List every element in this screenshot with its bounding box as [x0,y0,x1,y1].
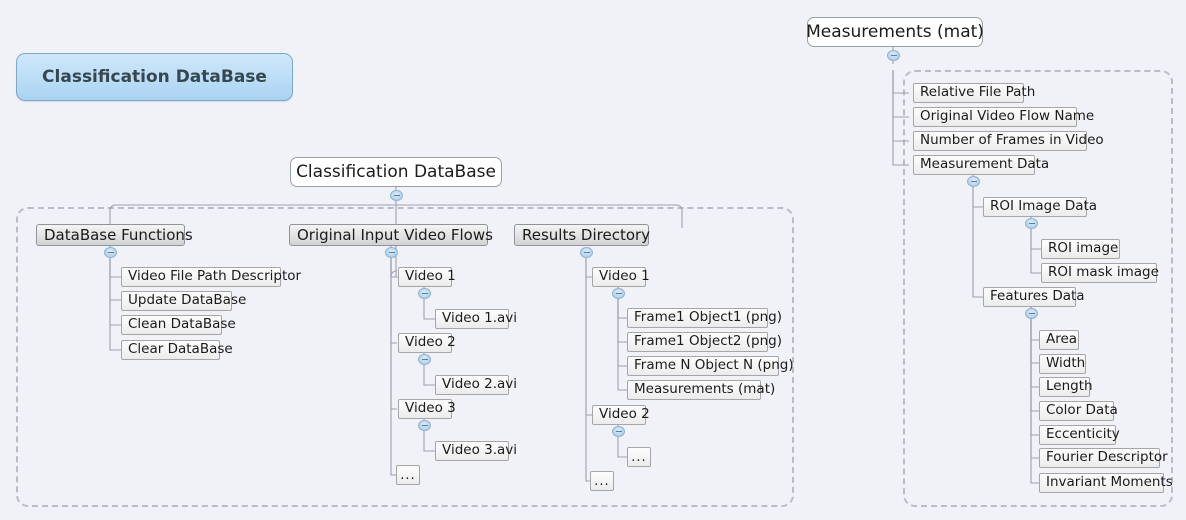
minus-icon [1028,223,1035,224]
toggle-video-1-input[interactable] [418,288,431,299]
toggle-database-functions[interactable] [104,247,117,258]
node-measurement-data[interactable]: Measurement Data [913,155,1049,175]
node-feature-width[interactable]: Width [1039,354,1086,374]
toggle-video-1-results[interactable] [612,288,625,299]
minus-icon [421,293,428,294]
minus-icon [615,293,622,294]
node-features-data[interactable]: Features Data [983,287,1085,307]
minus-icon [615,431,622,432]
minus-icon [393,195,400,196]
node-measurements-mat-results[interactable]: Measurements (mat) [627,380,775,400]
toggle-measurements-mat-root[interactable] [887,50,900,61]
minus-icon [107,252,114,253]
toggle-video-2-results[interactable] [612,426,625,437]
node-frame1-object1-png[interactable]: Frame1 Object1 (png) [627,308,782,328]
node-frame-n-object-n-png[interactable]: Frame N Object N (png) [627,356,794,376]
toggle-video-3-input[interactable] [418,420,431,431]
node-video-1-input[interactable]: Video 1 [398,267,456,287]
node-original-video-flow-name[interactable]: Original Video Flow Name [913,107,1094,127]
node-video-1-results[interactable]: Video 1 [592,267,650,287]
toggle-features-data[interactable] [1025,308,1038,319]
minus-icon [890,55,897,56]
toggle-results-directory[interactable] [580,247,593,258]
node-video-3-avi[interactable]: Video 3.avi [435,441,517,461]
node-clear-database[interactable]: Clear DataBase [121,340,233,360]
node-feature-area[interactable]: Area [1039,330,1079,350]
node-classification-database-root[interactable]: Classification DataBase [290,157,502,187]
node-video-2-input[interactable]: Video 2 [398,333,456,353]
node-video-3-input[interactable]: Video 3 [398,399,456,419]
node-clean-database[interactable]: Clean DataBase [121,315,236,335]
node-roi-image[interactable]: ROI image [1041,239,1120,259]
minus-icon [970,181,977,182]
minus-icon [421,425,428,426]
node-video-more-input[interactable]: ... [396,465,420,485]
node-original-input-video-flows[interactable]: Original Input Video Flows [289,224,493,246]
node-frame1-object2-png[interactable]: Frame1 Object2 (png) [627,332,782,352]
node-feature-eccenticity[interactable]: Eccenticity [1039,425,1120,445]
node-results-directory[interactable]: Results Directory [514,224,650,246]
toggle-measurement-data[interactable] [967,176,980,187]
minus-icon [421,359,428,360]
node-number-of-frames-in-video[interactable]: Number of Frames in Video [913,131,1104,151]
title-banner[interactable]: Classification DataBase [16,53,293,101]
node-feature-invariant-moments[interactable]: Invariant Moments [1039,473,1173,493]
node-video-file-path-descriptor[interactable]: Video File Path Descriptor [121,267,301,287]
node-video-results-more[interactable]: ... [590,471,614,491]
node-measurements-mat-root[interactable]: Measurements (mat) [806,17,984,47]
node-relative-file-path[interactable]: Relative File Path [913,83,1035,103]
node-database-functions[interactable]: DataBase Functions [36,224,193,246]
node-feature-color-data[interactable]: Color Data [1039,401,1118,421]
toggle-original-input-video-flows[interactable] [385,247,398,258]
toggle-roi-image-data[interactable] [1025,218,1038,229]
node-feature-length[interactable]: Length [1039,377,1093,397]
toggle-classification-database-root[interactable] [390,190,403,201]
node-feature-fourier-descriptor[interactable]: Fourier Descriptor [1039,448,1168,468]
node-video-2-avi[interactable]: Video 2.avi [435,375,517,395]
node-video-2-results[interactable]: Video 2 [592,405,650,425]
minus-icon [583,252,590,253]
toggle-video-2-input[interactable] [418,354,431,365]
node-update-database[interactable]: Update DataBase [121,291,246,311]
minus-icon [1028,313,1035,314]
minus-icon [388,252,395,253]
node-video-2-results-more[interactable]: ... [627,447,651,467]
node-roi-mask-image[interactable]: ROI mask image [1041,263,1159,283]
node-video-1-avi[interactable]: Video 1.avi [435,309,517,329]
node-roi-image-data[interactable]: ROI Image Data [983,197,1097,217]
group-box-measurements [903,70,1173,507]
